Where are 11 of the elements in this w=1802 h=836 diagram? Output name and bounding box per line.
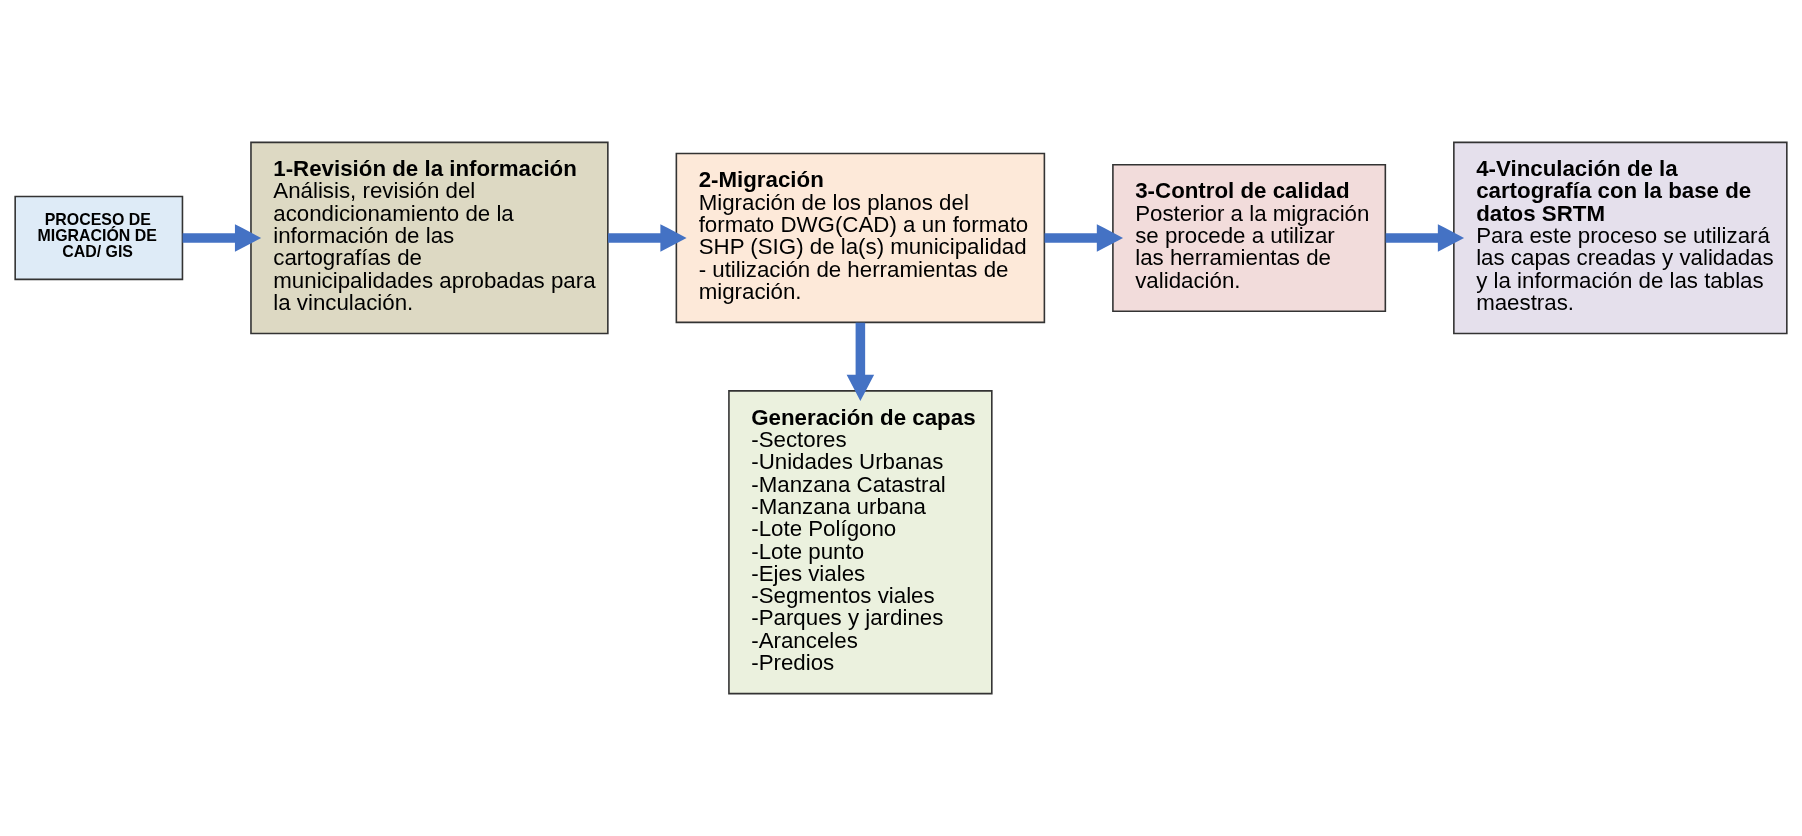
node-box: PROCESO DE MIGRACIÓN DE CAD/ GIS (14, 195, 184, 281)
node-box: 3-Control de calidad Posterior a la migración se procede a utilizar las herramientas de validación. (1112, 163, 1387, 313)
arrow (608, 224, 687, 252)
node-box: 1-Revisión de la información Análisis, revisión del acondicionamiento de la información de las cartografías de municipalidades aprobadas para la vinculación. (250, 141, 609, 335)
arrow (182, 224, 262, 252)
arrow (1385, 224, 1465, 252)
node-box: Generación de capas -Sectores -Unidades Urbanas -Manzana Catastral -Manzana urbana -Lote Polígono -Lote punto -Ejes viales -Segmentos viales -Parques y jardines -Aranceles -Predios (728, 390, 993, 695)
arrow (1044, 224, 1124, 252)
node-box: 4-Vinculación de la cartografía con la base de datos SRTM Para este proceso se utilizará las capas creadas y validadas y la información de las tablas maestras. (1453, 141, 1788, 335)
arrow (846, 322, 875, 401)
node-box: 2-Migración Migración de los planos del formato DWG(CAD) a un formato SHP (SIG) de la(s) municipalidad - utilización de herramientas de migración. (675, 152, 1046, 324)
